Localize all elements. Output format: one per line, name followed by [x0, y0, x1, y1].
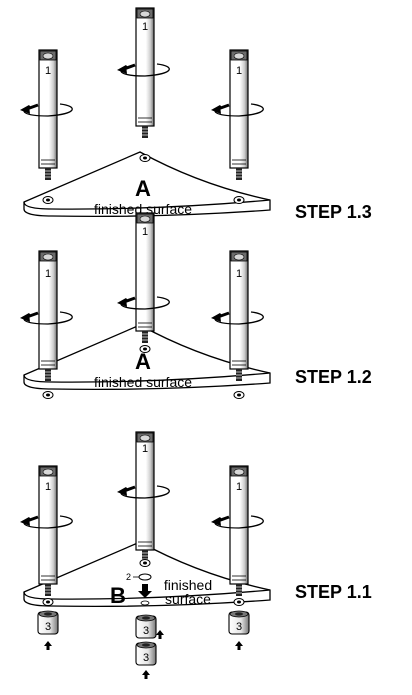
foot-number: 3 — [143, 625, 149, 637]
socket-hole-icon — [42, 598, 54, 606]
step-1-1: 1 1 1 2 B finished surface STEP 1.1 3 3 … — [18, 431, 372, 679]
socket-hole-icon — [139, 559, 151, 567]
foot-number: 3 — [45, 621, 51, 633]
step-label: STEP 1.3 — [295, 202, 372, 222]
socket-hole-icon — [233, 391, 245, 399]
post-number: 1 — [45, 65, 51, 77]
shelf-surface-label: finished surface — [94, 201, 192, 217]
step-1-2: 1 1 1 A finished surface STEP 1.2 — [18, 212, 372, 399]
post-number: 1 — [45, 481, 51, 493]
socket-hole-icon — [42, 391, 54, 399]
post-number: 1 — [142, 226, 148, 238]
post-number: 1 — [236, 481, 242, 493]
post-number: 1 — [45, 268, 51, 280]
step-1-3: 1 1 1 A finished surface STEP 1.3 — [18, 7, 372, 222]
screw-part: 2 — [126, 572, 152, 606]
up-arrow-icon — [142, 670, 150, 679]
screw-number: 2 — [126, 572, 131, 582]
step-label: STEP 1.1 — [295, 582, 372, 602]
socket-hole-icon — [42, 196, 54, 204]
post-number: 1 — [142, 443, 148, 455]
shelf-surface-label-line1: finished — [164, 577, 212, 593]
foot-number: 3 — [143, 652, 149, 664]
foot-number: 3 — [236, 621, 242, 633]
step-label: STEP 1.2 — [295, 367, 372, 387]
up-arrow-icon — [156, 630, 164, 639]
down-arrow-icon — [138, 584, 152, 598]
shelf-letter: B — [110, 583, 126, 608]
shelf-surface-label: finished surface — [94, 374, 192, 390]
shelf-letter: A — [135, 349, 151, 374]
post-number: 1 — [236, 65, 242, 77]
post-number: 1 — [236, 268, 242, 280]
socket-hole-icon — [233, 598, 245, 606]
socket-hole-icon — [139, 154, 151, 162]
socket-hole-icon — [233, 196, 245, 204]
shelf-surface-label-line2: surface — [165, 591, 211, 607]
post-number: 1 — [142, 21, 148, 33]
up-arrow-icon — [235, 641, 243, 650]
shelf-letter: A — [135, 176, 151, 201]
up-arrow-icon — [44, 641, 52, 650]
